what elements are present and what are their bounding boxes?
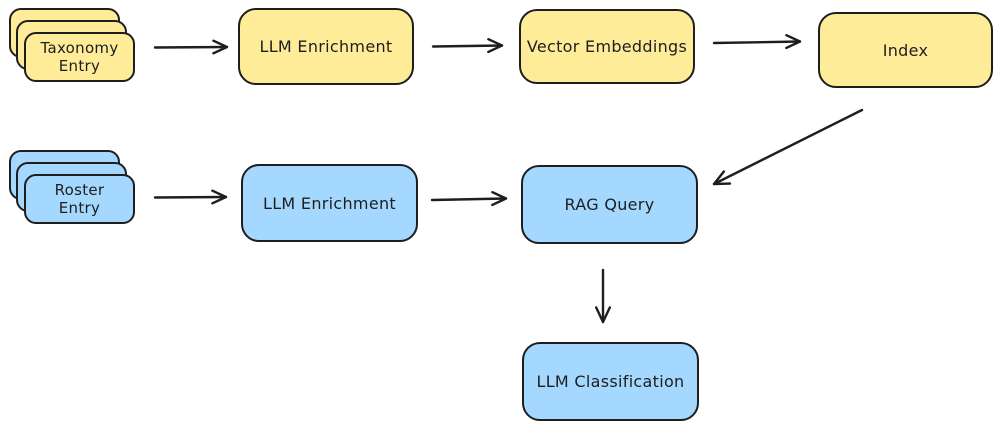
stacked-card-front: Roster Entry: [24, 174, 135, 224]
arrow-shaft: [712, 108, 864, 186]
arrow-shaft: [712, 40, 802, 45]
arrow-rag-query-to-llm-classification: [595, 268, 611, 324]
arrow-shaft: [153, 195, 228, 199]
node-label: LLM Enrichment: [259, 37, 393, 56]
arrow-llm-enrichment-top-to-vector-embeddings: [431, 38, 504, 54]
node-llm-enrichment-top: LLM Enrichment: [238, 8, 414, 85]
arrow-shaft: [431, 44, 504, 48]
arrow-roster-to-llm-enrichment-bottom: [153, 189, 228, 205]
node-label: Roster Entry: [54, 181, 105, 217]
node-label: RAG Query: [564, 195, 655, 214]
stacked-card-front: Taxonomy Entry: [24, 32, 135, 82]
arrow-head: [785, 34, 802, 50]
arrow-vector-embeddings-to-index: [712, 34, 802, 50]
arrow-llm-enrichment-bottom-to-rag-query: [430, 191, 508, 207]
node-llm-enrichment-bottom: LLM Enrichment: [241, 164, 418, 242]
node-vector-embeddings: Vector Embeddings: [519, 9, 695, 84]
node-label: Index: [882, 40, 929, 60]
arrow-head: [211, 189, 228, 205]
node-index: Index: [818, 12, 993, 88]
arrow-head: [487, 38, 504, 54]
arrow-index-to-rag-query: [712, 108, 864, 186]
node-label: Vector Embeddings: [526, 37, 688, 56]
node-rag-query: RAG Query: [521, 165, 698, 244]
arrow-head: [595, 306, 611, 324]
node-roster-entry: Roster Entry: [9, 150, 139, 228]
arrow-shaft: [153, 45, 229, 49]
arrow-shaft: [430, 197, 508, 202]
node-llm-classification: LLM Classification: [522, 342, 699, 421]
arrow-head: [491, 191, 508, 207]
node-label: LLM Enrichment: [263, 193, 396, 213]
node-label: LLM Classification: [536, 372, 685, 391]
arrow-taxonomy-to-llm-enrichment-top: [153, 39, 229, 55]
arrow-head: [212, 39, 229, 55]
node-taxonomy-entry: Taxonomy Entry: [9, 8, 139, 86]
node-label: Taxonomy Entry: [40, 39, 119, 75]
arrow-head: [712, 170, 732, 186]
